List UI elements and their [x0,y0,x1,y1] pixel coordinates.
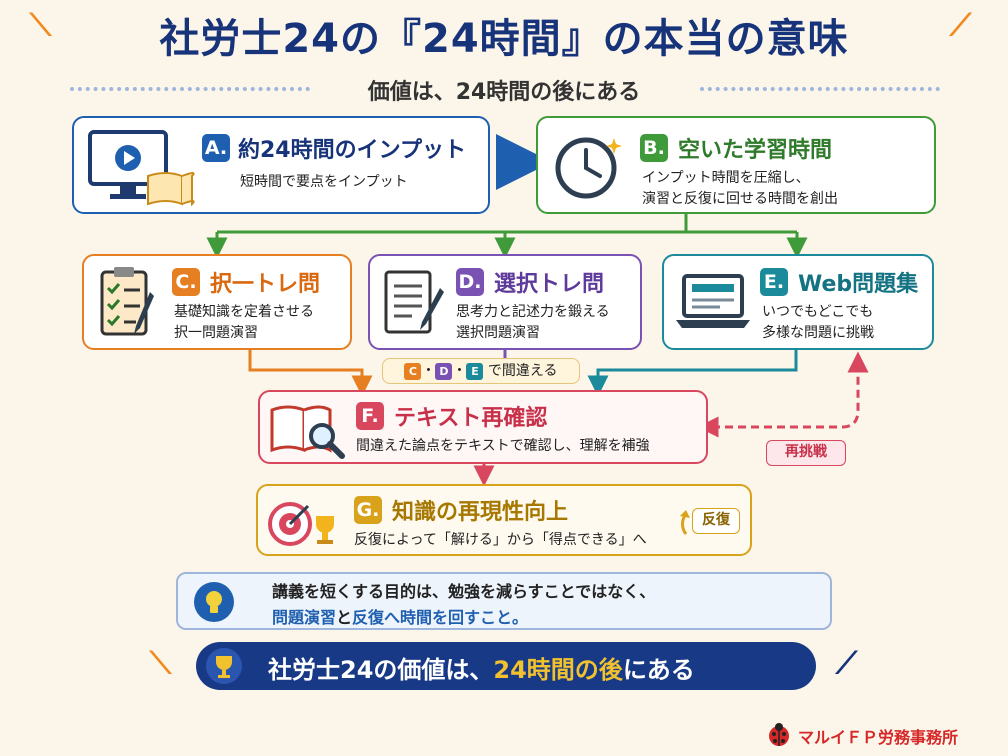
target-trophy-icon [268,502,334,546]
card-d-badge: D. [456,268,484,296]
brand-name: マルイＦＰ労務事務所 [798,728,959,747]
clock-icon [555,137,622,199]
card-a-title: 約24時間のインプット [238,138,466,163]
message-line-1: 講義を短くする目的は、勉強を減らすことではなく、 [272,582,656,601]
value-banner: 社労士24の価値は、24時間の後にある [196,642,816,690]
subtitle: 価値は、24時間の後にある [367,80,641,105]
banner-part-2: 24時間の後 [493,656,623,684]
card-f-text-review: F. テキスト再確認 間違えた論点をテキストで確認し、理解を補強 [258,390,708,464]
mistake-note: C・D・E で間違える [382,358,580,384]
sparkle-banner-right-icon: ⟋ [836,646,857,681]
monitor-video-book-icon [88,130,195,207]
card-c-badge: C. [172,268,200,296]
mistake-note-text: で間違える [487,363,558,379]
arrow-retry [712,351,869,429]
card-c-desc-1: 基礎知識を定着させる [174,304,314,320]
arrow-c-to-f [248,350,373,397]
book-magnifier-icon [270,405,345,459]
card-c-desc-2: 択一問題演習 [174,325,258,341]
sparkle-left-icon: ⟍ [30,8,52,43]
repeat-label: 反復 [692,508,740,534]
card-e-title: Web問題集 [798,272,919,297]
page-title: ⟍ 社労士24の『24時間』の本当の意味 ⟋ [0,6,1008,64]
card-f-badge: F. [356,402,384,430]
message-box: 講義を短くする目的は、勉強を減らすことではなく、 問題演習と反復へ時間を回すこと… [176,572,832,630]
lightbulb-icon [194,582,234,622]
ladybug-icon [769,723,789,746]
card-b-desc-1: インプット時間を圧縮し、 [642,170,810,186]
card-a-desc: 短時間で要点をインプット [240,174,408,190]
banner-part-3: にある [622,656,695,684]
card-d-selection: D. 選択トレ問 思考力と記述力を鍛える 選択問題演習 [368,254,642,350]
card-e-desc-1: いつでもどこでも [762,304,874,320]
laptop-icon [676,274,750,328]
card-f-title: テキスト再確認 [394,406,548,431]
card-g-badge: G. [354,496,382,524]
arrow-b-branch [215,214,799,246]
card-a-input: A. 約24時間のインプット 短時間で要点をインプット [72,116,490,214]
clipboard-checklist-icon [100,267,154,336]
card-b-desc-2: 演習と反復に回せる時間を創出 [642,191,838,207]
mini-badge-d: D [435,362,453,380]
trophy-icon [206,648,242,684]
sparkle-banner-left-icon: ⟍ [150,646,171,681]
card-c-multiple-choice: C. 択一トレ問 基礎知識を定着させる 択一問題演習 [82,254,352,350]
card-c-title: 択一トレ問 [210,272,321,297]
card-e-badge: E. [760,268,788,296]
card-e-web-workbook: E. Web問題集 いつでもどこでも 多様な問題に挑戦 [662,254,934,350]
card-d-desc-1: 思考力と記述力を鍛える [456,304,610,320]
banner-part-1: 社労士24の価値は、 [268,656,494,684]
card-a-badge: A. [202,134,230,162]
card-d-desc-2: 選択問題演習 [456,325,540,341]
separator-1: ・ [421,363,436,379]
message-and: と [336,608,353,627]
card-g-desc: 反復によって「解ける」から「得点できる」へ [354,532,647,548]
message-repeat: 反復へ時間を回すこと。 [352,608,529,627]
page-title-text: 社労士24の『24時間』の本当の意味 [159,16,849,62]
subtitle-divider-left [70,87,310,91]
mini-badge-e: E [466,362,484,380]
repeat-badge: 反復 [676,504,742,538]
card-b-badge: B. [640,134,668,162]
card-e-desc-2: 多様な問題に挑戦 [762,325,874,341]
refresh-icon [680,510,690,535]
message-line-2: 問題演習と反復へ時間を回すこと。 [272,604,528,628]
card-g-reproducibility: G. 知識の再現性向上 反復によって「解ける」から「得点できる」へ 反復 [256,484,752,556]
document-pen-icon [384,270,444,334]
message-practice: 問題演習 [272,608,337,627]
mini-badge-c: C [404,362,422,380]
separator-2: ・ [452,363,467,379]
card-b-free-time: B. 空いた学習時間 インプット時間を圧縮し、 演習と反復に回せる時間を創出 [536,116,936,214]
subtitle-row: 価値は、24時間の後にある [0,74,1008,105]
banner-text: 社労士24の価値は、24時間の後にある [268,650,695,685]
card-d-title: 選択トレ問 [494,272,605,297]
subtitle-divider-right [700,87,940,91]
card-g-title: 知識の再現性向上 [392,500,569,525]
card-b-title: 空いた学習時間 [678,138,833,163]
retry-label: 再挑戦 [766,440,846,466]
arrow-e-to-f [587,350,798,397]
card-f-desc: 間違えた論点をテキストで確認し、理解を補強 [356,438,650,454]
sparkle-right-icon: ⟋ [950,8,972,43]
